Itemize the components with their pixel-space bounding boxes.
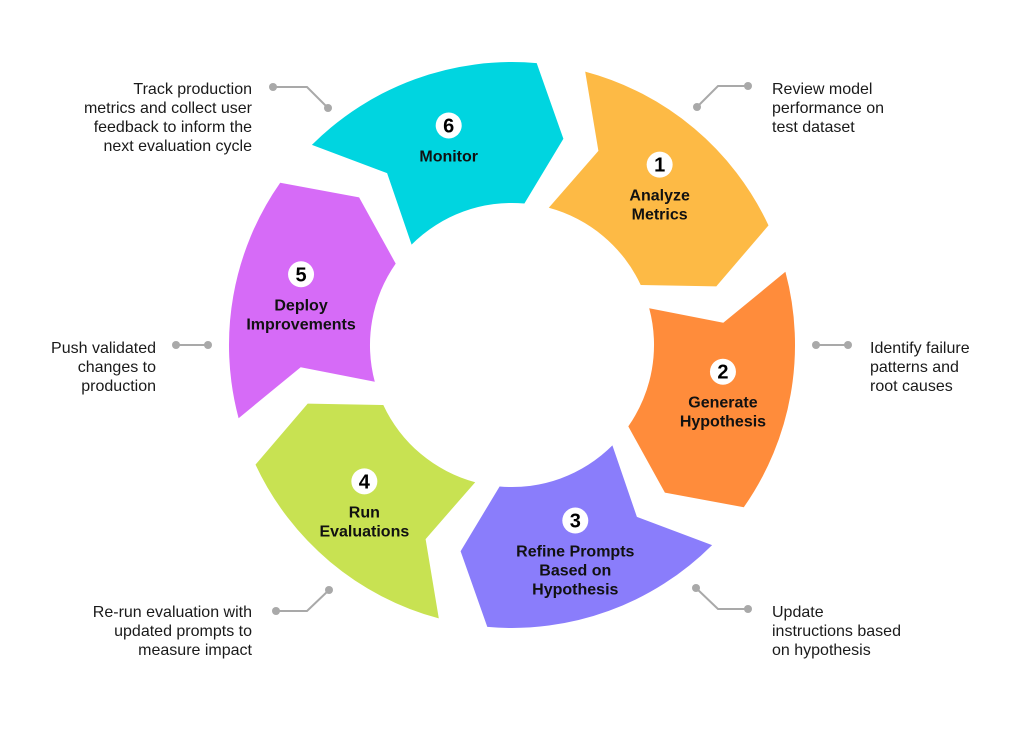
connector-dot [204,341,212,349]
connector-dot [744,605,752,613]
description-line: Push validated [51,340,156,357]
connector-dot [692,584,700,592]
connector-dot [324,104,332,112]
segment-monitor [311,62,564,245]
description-line: metrics and collect user [83,100,252,117]
step-title-line: Deploy [274,297,327,314]
step-description-monitor: Track production metrics and collect user… [84,80,252,156]
step-number: 2 [717,362,728,384]
step-description-generate-hypothesis: Identify failure patterns and root causes [870,339,970,396]
step-title-line: Based on [539,563,611,580]
description-line: on hypothesis [772,642,871,659]
step-title-line: Run [349,504,380,521]
step-number: 3 [570,511,581,533]
step-title-line: Metrics [632,207,688,224]
description-line: Review model [772,81,873,98]
step-number-badge [288,261,315,288]
connector-dot [744,82,752,90]
description-line: patterns and [870,359,959,376]
step-number-badge [351,468,378,495]
description-line: next evaluation cycle [103,138,252,155]
step-description-analyze-metrics: Review model performance on test dataset [772,80,884,137]
description-line: Update [772,604,824,621]
connector-line [273,86,329,109]
step-title-line: Evaluations [319,523,409,540]
segment-analyze-metrics [548,71,769,287]
step-description-run-evaluations: Re-run evaluation with updated prompts to… [93,603,252,660]
step-title-line: Refine Prompts [516,544,634,561]
step-number-badge [709,358,736,385]
step-number-badge [646,151,673,178]
description-line: test dataset [772,119,855,136]
description-line: updated prompts to [114,623,252,640]
segment-deploy-improvements [228,182,396,419]
description-line: instructions based [772,623,901,640]
connector-dot [172,341,180,349]
step-description-deploy-improvements: Push validated changes to production [51,339,156,396]
step-title-line: Generate [688,395,757,412]
connector-dot [693,103,701,111]
description-line: Identify failure [870,340,970,357]
step-title-line: Analyze [629,188,690,205]
segment-run-evaluations [255,403,476,619]
step-number: 5 [295,264,306,286]
step-number-badge [435,112,462,139]
step-description-refine-prompts: Update instructions based on hypothesis [772,603,901,660]
segment-generate-hypothesis [628,271,796,508]
connector-dot [272,607,280,615]
step-number-badge [562,507,589,534]
connector-dot [812,341,820,349]
description-line: measure impact [138,642,252,659]
step-title-line: Improvements [246,316,355,333]
description-line: feedback to inform the [93,119,252,136]
step-title-line: Monitor [419,148,478,165]
description-line: Track production [133,81,252,98]
description-line: changes to [77,359,156,376]
description-line: root causes [870,378,953,395]
connector-dot [325,586,333,594]
step-number: 1 [654,155,665,177]
step-title-line: Hypothesis [532,582,618,599]
description-line: production [81,378,156,395]
step-title-line: Hypothesis [680,414,766,431]
step-number: 4 [359,471,371,493]
description-line: performance on [772,100,885,117]
connector-line [695,587,748,610]
connector-line [276,589,330,612]
connector-dot [844,341,852,349]
step-number: 6 [443,115,454,137]
description-line: Re-run evaluation with [92,604,252,621]
connector-line [696,85,748,108]
connector-dot [269,83,277,91]
segment-refine-prompts [460,445,713,628]
